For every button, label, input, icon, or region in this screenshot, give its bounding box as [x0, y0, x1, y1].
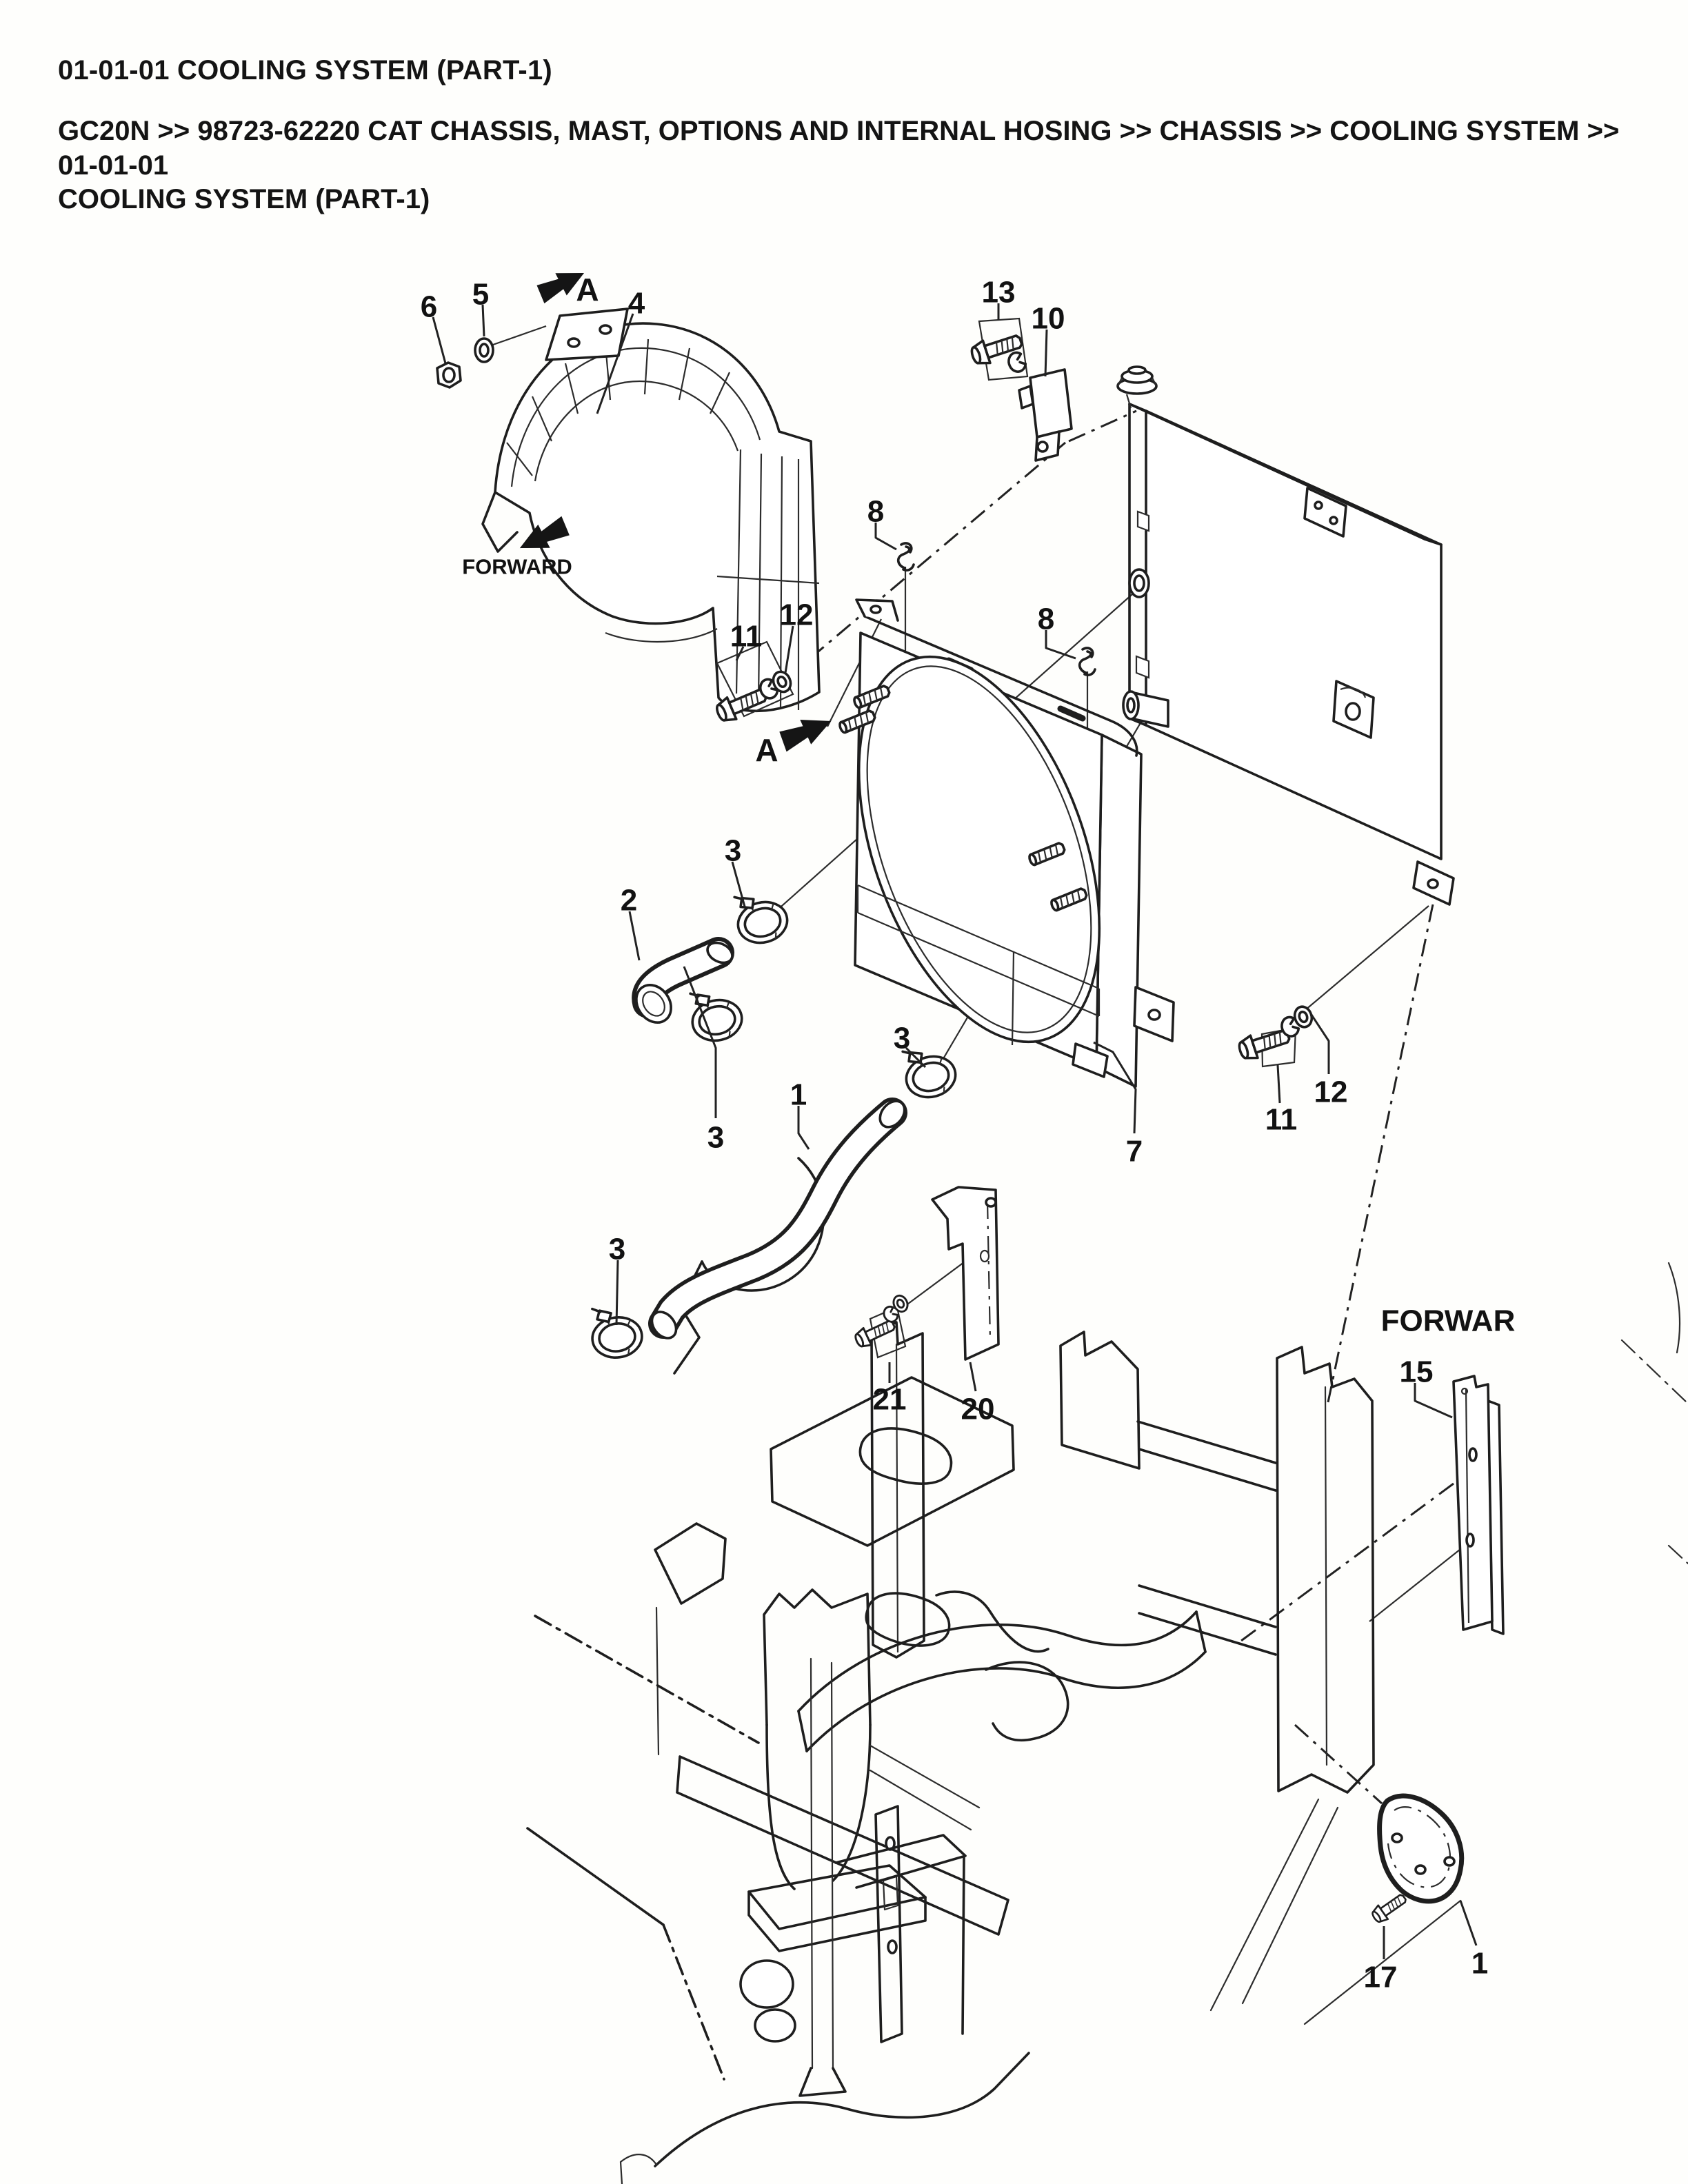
radiator-top-right-bracket — [1303, 487, 1347, 538]
screw-17 — [1369, 1889, 1410, 1926]
callout-leader-2 — [628, 911, 641, 961]
callout-leader-3 — [683, 966, 717, 1118]
callout-leader-4 — [596, 313, 634, 414]
callout-leader-15 — [1414, 1383, 1453, 1419]
callout-leader-5 — [481, 304, 485, 337]
callout-leader-12 — [1310, 1014, 1330, 1074]
breadcrumb: GC20N >> 98723-62220 CAT CHASSIS, MAST, … — [58, 114, 1651, 217]
nut-part-6 — [436, 361, 462, 389]
ring-part-5 — [474, 337, 494, 363]
callout-leader-1 — [1459, 1900, 1478, 1946]
callout-3: 3 — [725, 834, 741, 868]
lower-hose-part-1 — [648, 1098, 907, 1339]
upper-hose-part-2 — [632, 937, 734, 1024]
callout-2: 2 — [621, 884, 637, 918]
bolt-21 — [852, 1292, 912, 1359]
clip-8-a — [896, 542, 915, 572]
page-title: 01-01-01 COOLING SYSTEM (PART-1) — [58, 55, 552, 85]
callout-10: 10 — [1032, 302, 1065, 336]
callout-20: 20 — [961, 1393, 995, 1426]
breadcrumb-line-1: GC20N >> 98723-62220 CAT CHASSIS, MAST, … — [58, 116, 1620, 181]
radiator-outlet-pipe — [1122, 690, 1169, 728]
hose-clamp-3-a — [729, 884, 794, 950]
fan-shroud — [837, 598, 1175, 1088]
callout-13: 13 — [982, 276, 1016, 310]
callout-4: 4 — [628, 287, 645, 321]
bolt-set-11-12-left — [712, 640, 795, 727]
fan-guard-mount-tab — [545, 307, 629, 361]
callout-6: 6 — [421, 290, 437, 324]
callout-leader-7 — [1093, 1041, 1137, 1134]
callout-leader-1 — [797, 1106, 810, 1150]
callout-leader-8 — [874, 523, 897, 551]
callout-leader-3 — [731, 861, 746, 907]
view-a-top-label: A — [576, 272, 599, 307]
callout-8: 8 — [867, 495, 884, 529]
callout-8: 8 — [1038, 603, 1054, 636]
radiator-cap — [1116, 365, 1158, 409]
callout-15: 15 — [1400, 1355, 1434, 1389]
view-a-mid-label: A — [755, 732, 778, 768]
cover-plate-bottom-right — [1377, 1793, 1465, 1904]
callout-3: 3 — [894, 1022, 910, 1055]
bracket-10 — [1018, 368, 1073, 462]
callout-leader-11 — [735, 646, 745, 661]
callout-12: 12 — [780, 598, 814, 632]
callout-17: 17 — [1364, 1961, 1398, 1994]
callout-leader-12 — [784, 625, 794, 674]
breadcrumb-line-2: COOLING SYSTEM (PART-1) — [58, 184, 430, 215]
bolt-set-11-12-right — [1235, 1003, 1316, 1068]
callout-leader-6 — [432, 316, 447, 364]
callout-11: 11 — [730, 620, 763, 654]
bracket-20 — [931, 1186, 1000, 1361]
callout-1: 1 — [1471, 1947, 1488, 1981]
radiator-foot-bracket — [1412, 860, 1455, 906]
shroud-side-ear — [1133, 986, 1175, 1042]
bolt-13 — [967, 317, 1029, 381]
callout-leader-20 — [969, 1362, 977, 1392]
callout-11: 11 — [1265, 1103, 1298, 1137]
callout-leader-3 — [615, 1260, 619, 1326]
radiator-inlet-pipe — [1128, 568, 1150, 598]
radiator — [1116, 365, 1455, 906]
callout-1: 1 — [790, 1078, 807, 1112]
direction-label-layer: A A FORWARD FORWAR — [462, 272, 1515, 1338]
callout-3: 3 — [707, 1121, 724, 1155]
callout-21: 21 — [873, 1383, 907, 1417]
forward-top-label: FORWARD — [462, 555, 572, 579]
callout-leader-10 — [1044, 329, 1048, 377]
chassis-frame — [526, 1157, 1688, 2184]
radiator-side-bracket — [1332, 680, 1375, 739]
view-a-arrow-mid-icon — [777, 709, 836, 754]
callout-5: 5 — [472, 278, 489, 312]
forward-right-label: FORWAR — [1381, 1304, 1516, 1338]
bracket-15 — [1452, 1375, 1505, 1635]
callout-leader-3 — [905, 1046, 927, 1069]
callout-3: 3 — [609, 1233, 625, 1266]
callout-7: 7 — [1126, 1135, 1143, 1169]
callout-leader-8 — [1045, 630, 1076, 660]
callout-12: 12 — [1314, 1075, 1348, 1109]
callout-leader-11 — [1276, 1064, 1281, 1104]
clip-8-b — [1078, 647, 1096, 676]
fan-guard — [481, 307, 821, 713]
